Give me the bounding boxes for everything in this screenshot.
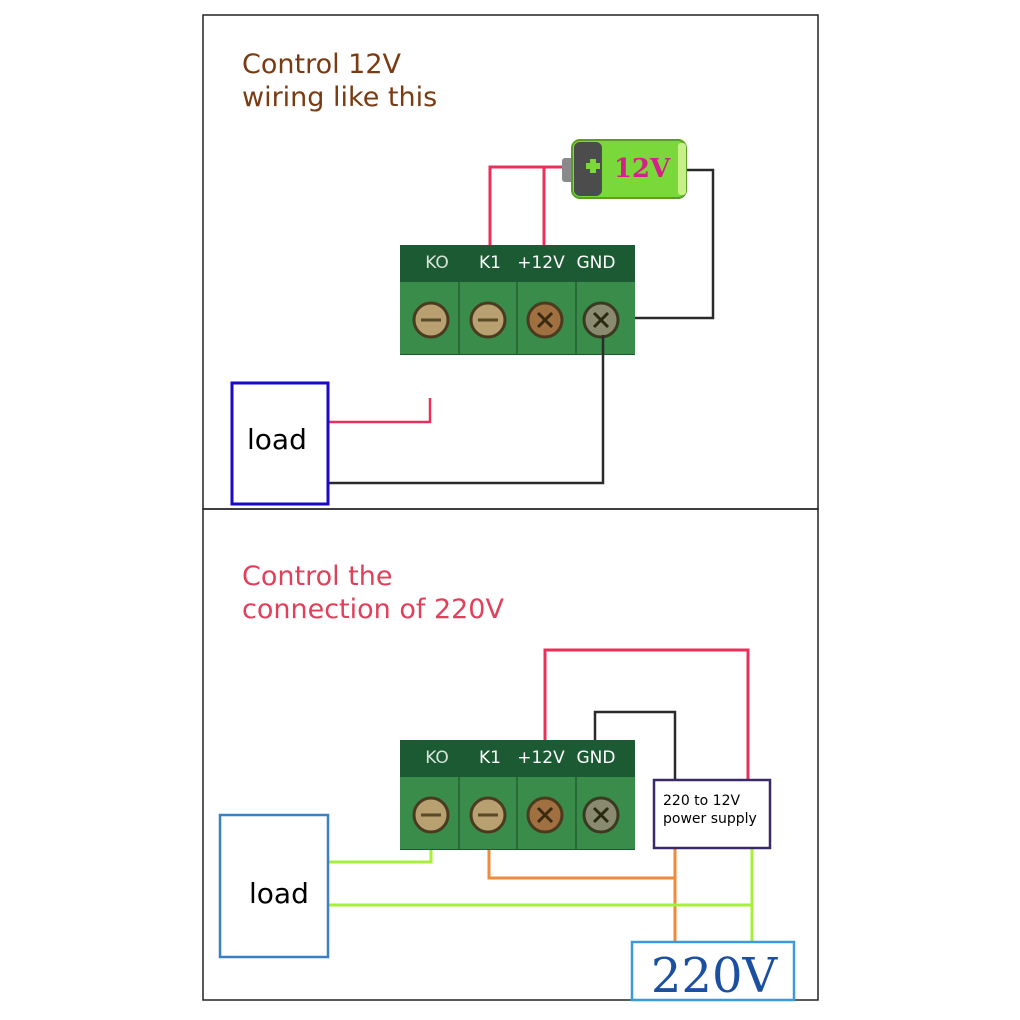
wire-ko-to-load <box>329 398 432 424</box>
screw-icon <box>582 796 620 834</box>
load-box-bottom <box>218 813 330 959</box>
psu-box <box>652 778 772 850</box>
screw-icon <box>526 301 564 339</box>
screw-icon <box>412 796 450 834</box>
psu-label: 220 to 12V power supply <box>663 793 757 827</box>
terminal-label-ko: KO <box>425 748 449 768</box>
wire-12v-to-psu <box>543 648 750 780</box>
wire-k1-to-battery <box>488 165 573 252</box>
terminal-label-k1: K1 <box>479 253 501 273</box>
terminal-block-top: KO K1 +12V GND <box>400 245 635 355</box>
title-top: Control 12V wiring like this <box>242 49 438 113</box>
load-label-bottom: load <box>249 877 309 910</box>
screw-icon <box>469 301 507 339</box>
mains-box <box>630 940 796 1002</box>
terminal-label-k1: K1 <box>479 748 501 768</box>
load-label-top: load <box>247 423 307 456</box>
bottom-panel-frame <box>202 508 819 1001</box>
terminal-label-ko: KO <box>425 253 449 273</box>
terminal-label-12v: +12V <box>517 253 565 273</box>
screw-icon <box>412 301 450 339</box>
terminal-label-12v: +12V <box>517 748 565 768</box>
terminal-label-gnd: GND <box>577 253 616 273</box>
screw-icon <box>469 796 507 834</box>
load-box-top <box>230 381 330 506</box>
terminal-block-bottom: KO K1 +12V GND <box>400 740 635 850</box>
screw-icon <box>526 796 564 834</box>
wire-gnd-to-load <box>329 335 605 485</box>
screw-icon <box>582 301 620 339</box>
title-bottom: Control the connection of 220V <box>242 561 504 625</box>
wire-battery-to-gnd <box>620 168 715 320</box>
mains-label: 220V <box>650 948 778 1004</box>
battery-voltage-label: 12V <box>614 154 671 184</box>
wire-gnd-to-psu <box>593 710 677 780</box>
terminal-label-gnd: GND <box>577 748 616 768</box>
battery-icon: 12V <box>562 139 687 199</box>
wire-k1-to-mains <box>487 838 675 880</box>
